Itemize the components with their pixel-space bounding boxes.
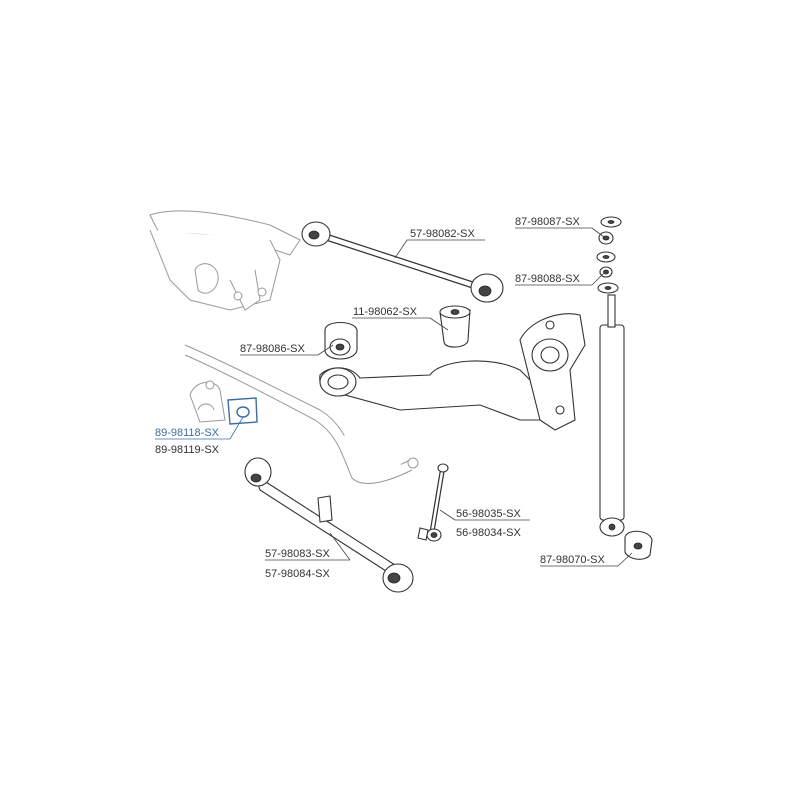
label-56-98035[interactable]: 56-98035-SX (456, 508, 521, 520)
label-89-98119[interactable]: 89-98119-SX (155, 444, 220, 456)
lower-control-arm (244, 457, 414, 593)
label-57-98084[interactable]: 57-98084-SX (265, 568, 330, 580)
bushing-11-98062 (439, 305, 471, 348)
label-57-98082[interactable]: 57-98082-SX (410, 228, 475, 240)
stabilizer-bushing-highlighted (227, 397, 258, 425)
leader-lines (155, 227, 633, 567)
label-57-98083[interactable]: 57-98083-SX (265, 548, 330, 560)
stabilizer-mount (189, 380, 226, 423)
label-89-98118[interactable]: 89-98118-SX (155, 427, 220, 439)
stabilizer-bar (184, 344, 419, 484)
washer-stack (596, 216, 622, 294)
part-labels: 57-98082-SX 87-98087-SX 87-98088-SX 11-9… (155, 216, 605, 580)
axle-bracket (149, 210, 301, 311)
label-56-98034[interactable]: 56-98034-SX (456, 527, 521, 539)
label-87-98086[interactable]: 87-98086-SX (240, 343, 305, 355)
stabilizer-link (417, 463, 449, 542)
upper-control-arm (301, 221, 504, 303)
bushing-87-98086 (324, 321, 358, 360)
label-11-98062[interactable]: 11-98062-SX (353, 306, 418, 318)
trailing-arm-knuckle (319, 313, 586, 431)
label-87-98088[interactable]: 87-98088-SX (515, 273, 580, 285)
bushing-87-98070 (624, 530, 653, 560)
label-87-98087[interactable]: 87-98087-SX (515, 216, 580, 228)
shock-absorber (599, 294, 625, 537)
label-87-98070[interactable]: 87-98070-SX (540, 554, 605, 566)
